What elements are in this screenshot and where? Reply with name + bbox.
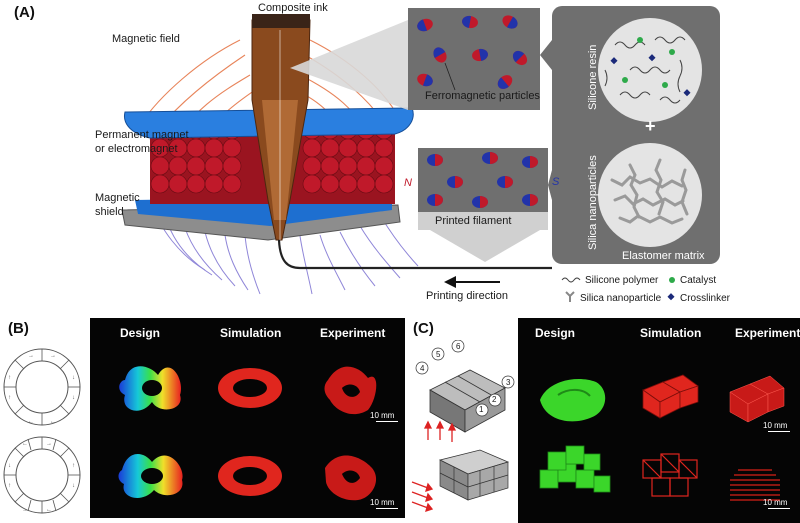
svg-text:→: →	[50, 353, 56, 359]
silica-network	[610, 158, 689, 225]
silicone-polymer-icon	[561, 277, 581, 283]
legend-crosslinker: Crosslinker	[680, 293, 731, 304]
silica-nanoparticles-label: Silica nanoparticles	[587, 155, 599, 250]
experiment-hex-shape	[729, 375, 785, 423]
printed-filament-line	[277, 239, 552, 270]
svg-text:→: →	[22, 507, 28, 513]
panel-b-scale-label-2: 10 mm	[370, 498, 395, 507]
panel-c-simulation-header: Simulation	[640, 326, 702, 340]
svg-text:→: →	[28, 353, 34, 359]
panel-c-scale-label-2: 10 mm	[763, 498, 788, 507]
red-arrows-top	[423, 420, 457, 442]
panel-c-letter: (C)	[413, 320, 434, 337]
panel-b-simulation-header: Simulation	[220, 326, 282, 340]
cell-number-2: 2	[492, 395, 497, 404]
crosslinker-dots	[610, 54, 691, 97]
cell-number-6: 6	[456, 342, 461, 351]
cell-number-5: 5	[436, 350, 441, 359]
ferromagnetic-particles-label: Ferromagnetic particles	[425, 90, 540, 102]
cell-number-4: 4	[420, 364, 425, 373]
svg-text:↑: ↑	[72, 463, 75, 469]
svg-text:←: ←	[28, 419, 34, 425]
plus-sign: +	[645, 116, 656, 136]
panel-c-images	[539, 374, 785, 501]
panel-b-images	[118, 366, 377, 501]
svg-text:↑: ↑	[8, 483, 11, 489]
legend-icons	[561, 277, 675, 302]
design-cube-shape	[539, 445, 611, 493]
svg-text:↓: ↓	[72, 375, 75, 381]
svg-text:←: ←	[46, 507, 52, 513]
panel-b-letter: (B)	[8, 320, 29, 337]
svg-text:↓: ↓	[8, 463, 11, 469]
cube-stack-schematic	[438, 449, 510, 501]
panel-c-schematics	[411, 340, 515, 513]
panel-c-scale-bar-2	[768, 508, 790, 509]
pole-n-label: N	[404, 177, 412, 189]
svg-text:↑: ↑	[8, 375, 11, 381]
magnetic-shield-label-1: Magnetic	[95, 192, 140, 204]
silica-circle	[598, 143, 702, 247]
ring-diagrams: → → ↓ ↓ ← ← ↑ ↑ ← → ↑ ↓ ← → ↑ ↓	[3, 348, 81, 514]
printing-direction-label: Printing direction	[426, 290, 508, 302]
svg-text:←: ←	[22, 441, 28, 447]
printed-filament-label: Printed filament	[435, 215, 512, 227]
svg-text:→: →	[46, 441, 52, 447]
permanent-magnet-label-1: Permanent magnet	[95, 129, 189, 141]
panel-b-design-header: Design	[120, 326, 161, 340]
svg-text:↑: ↑	[8, 395, 11, 401]
particles-top	[417, 15, 528, 89]
svg-text:↓: ↓	[72, 483, 75, 489]
pole-s-label: S	[552, 176, 560, 188]
panel-c-experiment-header: Experiment	[735, 326, 800, 340]
cell-number-1: 1	[479, 405, 484, 414]
ring-diagram-2: ← → ↑ ↓ ← → ↑ ↓	[3, 436, 81, 514]
magnetic-shield-label-2: shield	[95, 206, 124, 218]
simulation-cube-shape	[642, 453, 698, 497]
panel-c-scale-bar-1	[768, 431, 790, 432]
red-arrows-bottom	[411, 481, 434, 513]
cell-number-3: 3	[506, 378, 511, 387]
silicone-resin-label: Silicone resin	[587, 44, 599, 110]
simulation-hex-shape	[642, 374, 699, 419]
catalyst-dots	[622, 37, 675, 88]
crosslinker-icon	[667, 293, 675, 301]
printer-illustration	[121, 6, 720, 295]
legend-silicone-polymer: Silicone polymer	[585, 275, 659, 286]
field-lines-bottom	[149, 199, 419, 295]
legend-silica-nanoparticle: Silica nanoparticle	[580, 293, 662, 304]
panel-c-design-header: Design	[535, 326, 576, 340]
experiment-cube-shape	[730, 469, 780, 501]
panel-b-scale-bar-1	[376, 421, 398, 422]
panel-c-scale-label-1: 10 mm	[763, 421, 788, 430]
cell-number-circles	[415, 340, 515, 417]
svg-text:↓: ↓	[72, 395, 75, 401]
elastomer-matrix-label: Elastomer matrix	[622, 250, 705, 262]
magnetic-field-label: Magnetic field	[112, 33, 180, 45]
panel-b-scale-label-1: 10 mm	[370, 411, 395, 420]
particles-aligned	[427, 152, 538, 208]
panel-a-letter: (A)	[14, 4, 35, 21]
catalyst-icon	[669, 277, 675, 283]
panel-b-experiment-header: Experiment	[320, 326, 386, 340]
ring-diagram-1: → → ↓ ↓ ← ← ↑ ↑	[3, 348, 81, 426]
composite-ink-label: Composite ink	[258, 2, 328, 14]
svg-text:←: ←	[50, 419, 56, 425]
panel-b-scale-bar-2	[376, 508, 398, 509]
design-hex-shape	[540, 379, 606, 422]
legend-catalyst: Catalyst	[680, 275, 717, 286]
silica-nanoparticle-icon	[565, 291, 575, 302]
permanent-magnet-label-2: or electromagnet	[95, 143, 178, 155]
